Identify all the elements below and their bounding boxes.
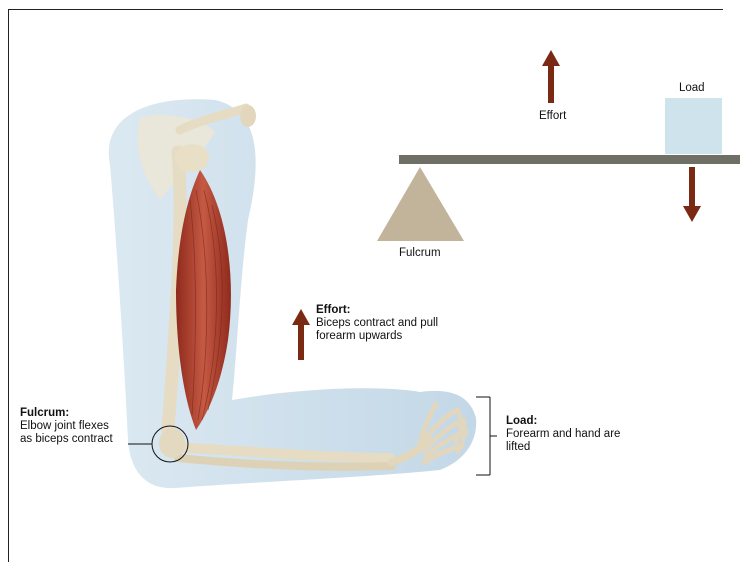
fulcrum-annotation-title: Fulcrum:	[20, 407, 113, 420]
fulcrum-annotation-line2: as biceps contract	[20, 433, 113, 446]
load-arrow-down	[683, 167, 701, 222]
load-annotation-line2: lifted	[506, 441, 620, 454]
load-annotation-line1: Forearm and hand are	[506, 428, 620, 441]
effort-annotation-line2: forearm upwards	[316, 330, 438, 343]
clavicle-end	[240, 105, 256, 127]
lever-beam	[399, 155, 740, 164]
effort-arrow-up	[542, 50, 560, 103]
effort-annotation-title: Effort:	[316, 304, 438, 317]
fulcrum-label: Fulcrum	[399, 247, 441, 260]
load-box	[665, 98, 722, 154]
elbow-joint	[159, 428, 185, 458]
effort-annotation: Effort: Biceps contract and pull forearm…	[316, 304, 438, 343]
effort-label: Effort	[539, 110, 566, 123]
fulcrum-annotation: Fulcrum: Elbow joint flexes as biceps co…	[20, 407, 113, 446]
lever-diagram	[377, 50, 740, 241]
fulcrum-annotation-line1: Elbow joint flexes	[20, 420, 113, 433]
load-annotation-title: Load:	[506, 415, 620, 428]
load-bracket	[476, 397, 497, 475]
effort-annotation-line1: Biceps contract and pull	[316, 317, 438, 330]
load-label: Load	[679, 82, 705, 95]
humerus-head	[175, 144, 209, 172]
fulcrum-triangle	[377, 167, 464, 241]
effort-arrow-annotation	[292, 309, 310, 360]
load-annotation: Load: Forearm and hand are lifted	[506, 415, 620, 454]
